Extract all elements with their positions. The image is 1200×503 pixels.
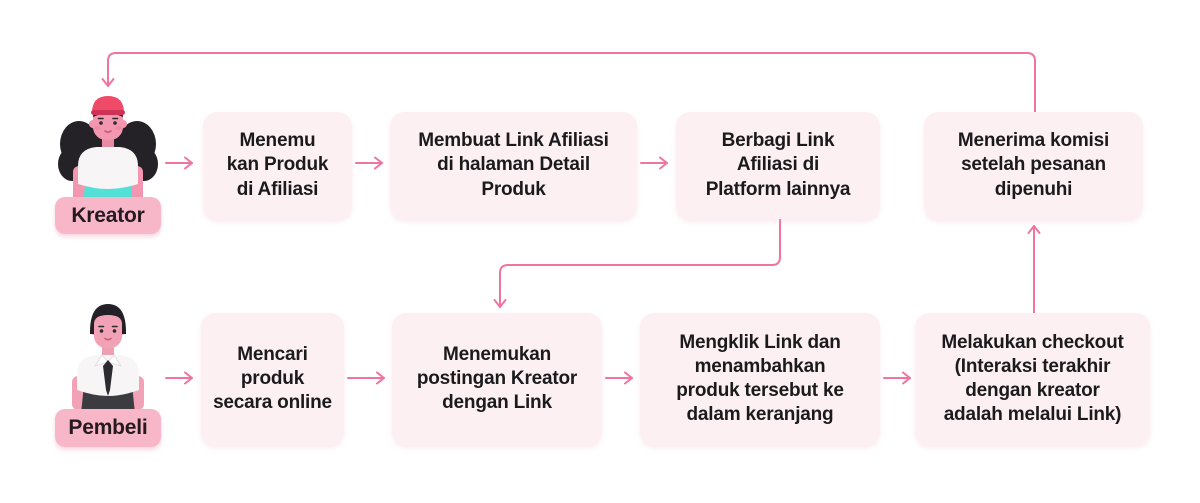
step-kreator-find-product: Menemu kan Produk di Afiliasi: [203, 112, 352, 219]
step-kreator-share-link: Berbagi Link Afiliasi di Platform lainny…: [676, 112, 880, 219]
pembeli-lane-badge: Pembeli: [55, 409, 161, 447]
step-kreator-create-link: Membuat Link Afiliasi di halaman Detail …: [390, 112, 637, 219]
connector-k3-to-p2: [493, 218, 781, 308]
pembeli-avatar-illustration: [72, 304, 144, 414]
step-pembeli-checkout: Melakukan checkout (Interaksi terakhir d…: [915, 313, 1150, 445]
step-kreator-receive-commission: Menerima komisi setelah pesanan dipenuhi: [924, 112, 1143, 219]
kreator-lane-badge: Kreator: [55, 197, 161, 234]
step-pembeli-find-post: Menemukan postingan Kreator dengan Link: [392, 313, 602, 445]
step-pembeli-search-product: Mencari produk secara online: [201, 313, 344, 445]
step-pembeli-click-link-add-cart: Mengklik Link dan menambahkan produk ter…: [640, 313, 880, 445]
connector-k4-to-kreator: [101, 52, 1036, 113]
